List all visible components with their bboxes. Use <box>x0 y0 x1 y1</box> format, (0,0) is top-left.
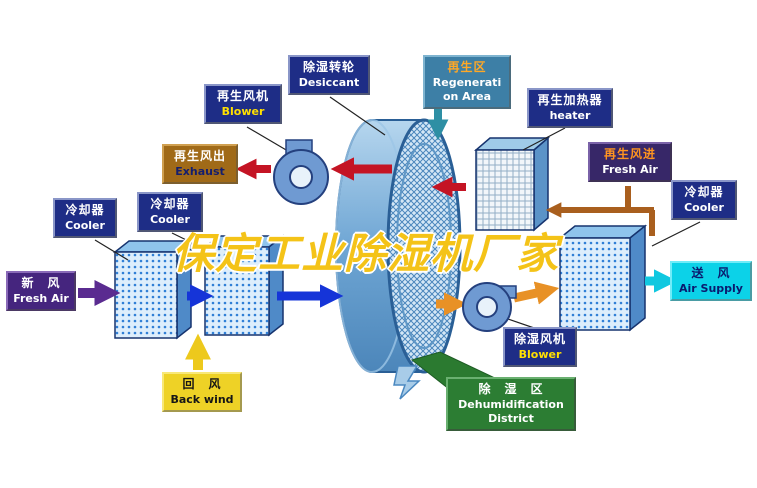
label-dehum-blower-en: Blower <box>518 347 562 361</box>
ahu-left-inner <box>202 234 286 337</box>
label-cooler-left-inner-zh: 冷却器 <box>150 197 190 211</box>
label-desiccant-en: Desiccant <box>298 75 360 89</box>
label-back-wind-zh: 回 风 <box>182 377 222 391</box>
label-back-wind: 回 风 Back wind <box>162 372 242 412</box>
label-cooler-right: 冷却器 Cooler <box>671 180 737 220</box>
label-desiccant-zh: 除湿转轮 <box>302 60 355 74</box>
label-desiccant: 除湿转轮 Desiccant <box>288 55 370 95</box>
label-fresh-air-left-en: Fresh Air <box>13 291 69 305</box>
label-regen-blower-zh: 再生风机 <box>216 89 269 103</box>
label-exhaust: 再生风出 Exhaust <box>162 144 238 184</box>
label-air-supply-en: Air Supply <box>679 281 743 295</box>
regen-blower-fan <box>273 139 329 205</box>
label-exhaust-zh: 再生风出 <box>173 149 226 163</box>
label-regen-fresh-air-en: Fresh Air <box>602 162 658 176</box>
ribbon-icon <box>393 365 421 400</box>
ahu-right <box>557 224 648 332</box>
label-cooler-right-en: Cooler <box>684 200 724 214</box>
label-dehum-blower-zh: 除湿风机 <box>513 332 566 346</box>
label-fresh-air-left-zh: 新 风 <box>21 276 61 290</box>
ahu-left-outer <box>112 239 194 340</box>
label-cooler-left-inner: 冷却器 Cooler <box>137 192 203 232</box>
label-regen-blower: 再生风机 Blower <box>204 84 282 124</box>
label-dehum-blower: 除湿风机 Blower <box>503 327 577 367</box>
regen-heater-box <box>473 136 551 232</box>
watermark-text: 保定工业除湿机厂家 <box>172 229 560 278</box>
connector-lines <box>94 96 701 331</box>
label-regeneration-area-zh: 再生区 <box>447 60 487 74</box>
label-air-supply-zh: 送 风 <box>691 266 731 280</box>
label-regen-heater: 再生加热器 heater <box>527 88 613 128</box>
label-regen-heater-zh: 再生加热器 <box>537 93 603 107</box>
label-dehum-district-en: Dehumidification District <box>458 397 564 425</box>
label-cooler-left-outer: 冷却器 Cooler <box>53 198 117 238</box>
label-cooler-left-inner-en: Cooler <box>150 212 190 226</box>
label-air-supply: 送 风 Air Supply <box>670 261 752 301</box>
label-regen-blower-en: Blower <box>221 104 265 118</box>
label-cooler-left-outer-zh: 冷却器 <box>65 203 105 217</box>
label-regeneration-area-en: Regenerati on Area <box>432 75 502 103</box>
label-regen-heater-en: heater <box>549 108 591 122</box>
label-regen-fresh-air-zh: 再生风进 <box>603 147 656 161</box>
label-regen-fresh-air: 再生风进 Fresh Air <box>588 142 672 182</box>
label-cooler-left-outer-en: Cooler <box>65 218 105 232</box>
label-fresh-air-left: 新 风 Fresh Air <box>6 271 76 311</box>
dehum-blower-fan <box>462 282 517 332</box>
label-regeneration-area: 再生区 Regenerati on Area <box>423 55 511 110</box>
label-cooler-right-zh: 冷却器 <box>684 185 724 199</box>
label-dehum-district: 除 湿 区 Dehumidification District <box>446 377 576 432</box>
label-back-wind-en: Back wind <box>170 392 234 406</box>
label-dehum-district-zh: 除 湿 区 <box>478 382 544 396</box>
label-exhaust-en: Exhaust <box>175 164 225 178</box>
